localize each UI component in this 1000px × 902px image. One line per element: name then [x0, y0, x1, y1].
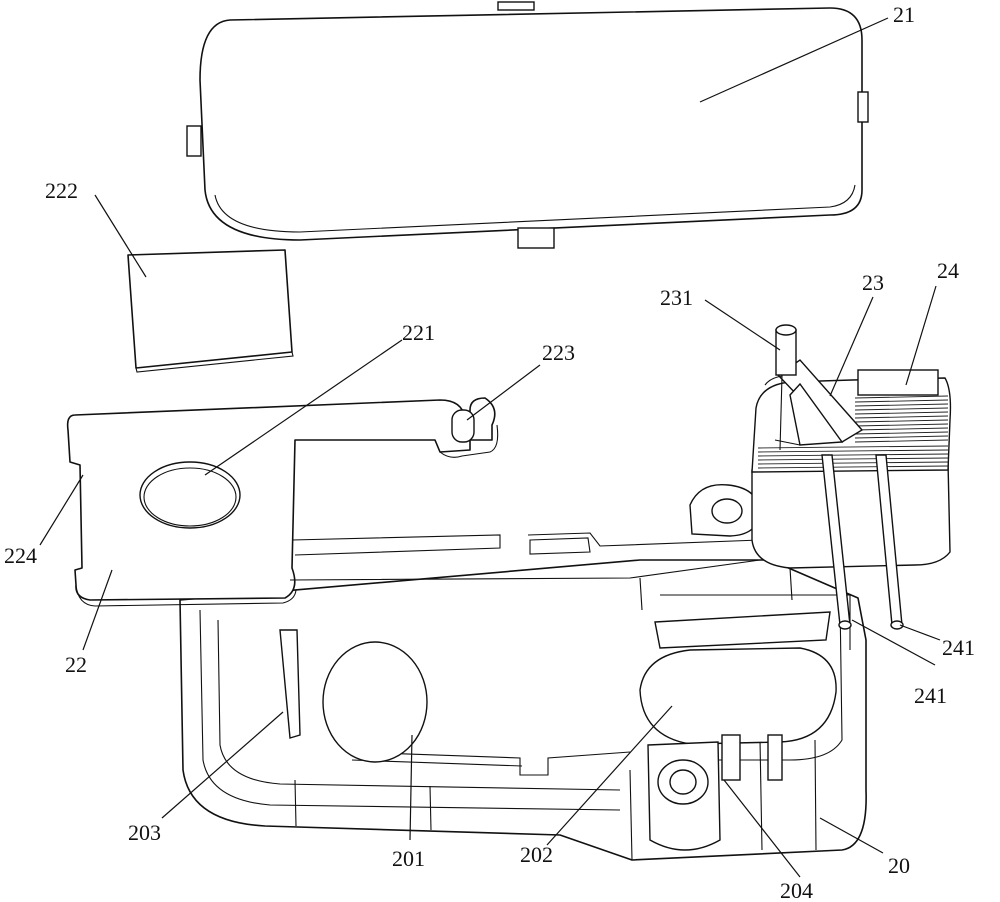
mount-tab	[689, 483, 761, 537]
leader-241b	[851, 619, 936, 666]
pad-222	[127, 249, 294, 373]
label-241b: 241	[914, 683, 947, 708]
leader-lines	[39, 17, 941, 878]
leader-221	[204, 339, 403, 476]
leader-202	[546, 705, 673, 846]
reference-numerals: 21 222 221 223 231 23 24 224 22 241 241 …	[4, 2, 975, 902]
label-224: 224	[4, 543, 37, 568]
pins-241	[821, 454, 904, 630]
rod-231	[775, 324, 797, 376]
label-221: 221	[402, 320, 435, 345]
leader-22	[82, 569, 113, 651]
rail-walls	[289, 532, 761, 611]
label-201: 201	[392, 846, 425, 871]
leader-241a	[899, 624, 941, 641]
leader-20	[819, 817, 884, 854]
coil-windings-24	[757, 395, 949, 469]
pocket-202	[639, 611, 837, 745]
label-223: 223	[542, 340, 575, 365]
leader-204	[723, 779, 801, 878]
leader-224	[39, 474, 84, 546]
label-20: 20	[888, 853, 910, 878]
leader-201	[409, 734, 413, 841]
label-202: 202	[520, 842, 553, 867]
label-22: 22	[65, 652, 87, 677]
label-241a: 241	[942, 635, 975, 660]
leader-203	[161, 711, 284, 819]
post-204	[647, 734, 783, 851]
leader-231	[704, 299, 781, 351]
label-24: 24	[937, 258, 959, 283]
label-231: 231	[660, 285, 693, 310]
label-222: 222	[45, 178, 78, 203]
label-23: 23	[862, 270, 884, 295]
leader-24	[905, 285, 937, 386]
label-204: 204	[780, 878, 813, 902]
label-21: 21	[893, 2, 915, 27]
plate-22	[66, 397, 499, 607]
leader-21	[699, 17, 889, 103]
leader-223	[466, 364, 541, 421]
leader-23	[829, 296, 874, 397]
leader-222	[94, 194, 147, 278]
cover-21	[186, 1, 869, 249]
core-23	[764, 359, 864, 451]
slot-203	[279, 629, 301, 739]
recess-201	[322, 641, 428, 763]
label-203: 203	[128, 820, 161, 845]
